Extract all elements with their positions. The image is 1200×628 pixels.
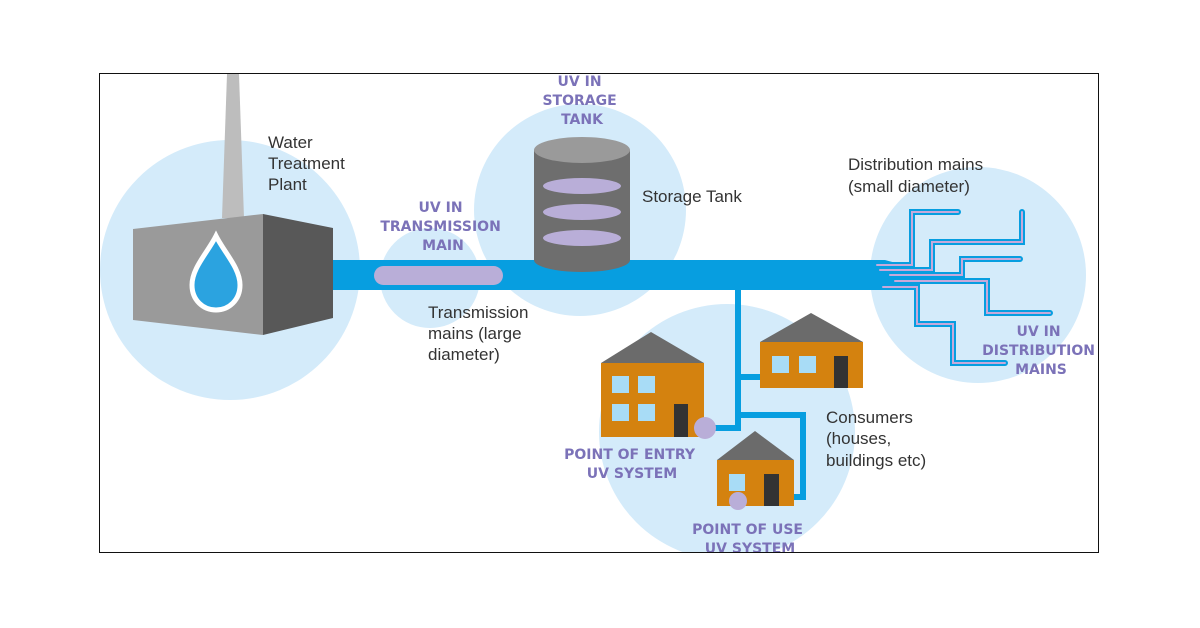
house-icon bbox=[601, 332, 704, 437]
storage-tank-icon bbox=[534, 137, 630, 272]
transmission-uv-unit bbox=[374, 266, 503, 285]
water-drop-icon bbox=[189, 230, 243, 313]
storage-tank-label: Storage Tank bbox=[642, 187, 742, 206]
distribution-zone-circle bbox=[870, 167, 1086, 383]
house-icon bbox=[717, 431, 794, 506]
point-of-use-label: POINT OF USE UV SYSTEM bbox=[692, 522, 808, 557]
distribution-mains-label: Distribution mains (small diameter) bbox=[848, 155, 988, 196]
uv-storage-tank-label: UV IN STORAGE TANK bbox=[542, 74, 621, 128]
storage-uv-unit bbox=[543, 204, 621, 220]
storage-uv-unit bbox=[543, 230, 621, 246]
distribution-mains bbox=[874, 209, 1053, 366]
uv-distribution-mains-label: UV IN DISTRIBUTION MAINS bbox=[982, 324, 1100, 378]
uv-transmission-main-label: UV IN TRANSMISSION MAIN bbox=[380, 200, 505, 254]
house-icon bbox=[760, 313, 863, 388]
point-of-use-uv-unit bbox=[729, 492, 747, 510]
consumers-label: Consumers (houses, buildings etc) bbox=[826, 408, 926, 470]
chimney-icon bbox=[222, 74, 244, 218]
point-of-entry-label: POINT OF ENTRY UV SYSTEM bbox=[564, 447, 700, 482]
point-of-entry-uv-unit bbox=[694, 417, 716, 439]
transmission-mains-label: Transmission mains (large diameter) bbox=[428, 303, 533, 364]
factory-icon bbox=[133, 214, 333, 335]
plant-label: Water Treatment Plant bbox=[268, 133, 350, 194]
storage-uv-unit bbox=[543, 178, 621, 194]
